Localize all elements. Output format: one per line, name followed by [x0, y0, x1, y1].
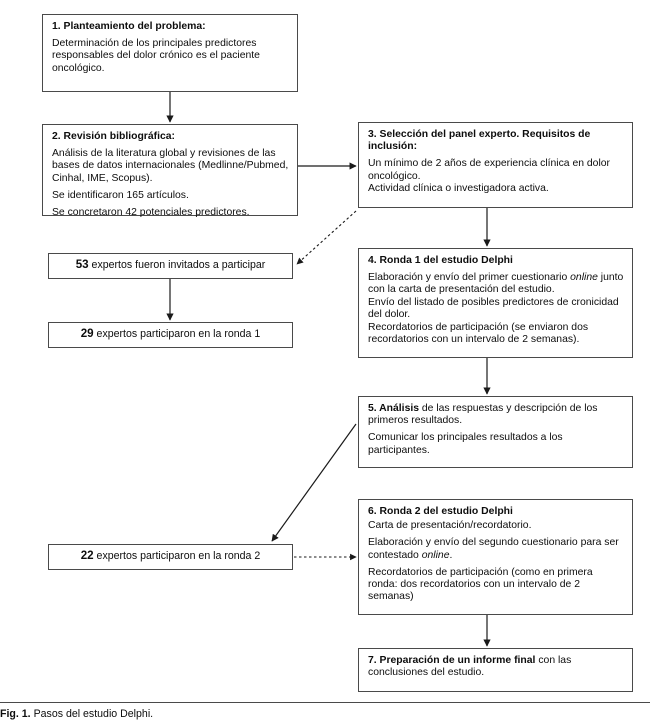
node-box6-line-3: Recordatorios de participación (como en …	[368, 566, 593, 603]
node-box6-line-2: Elaboración y envío del segundo cuestion…	[368, 537, 624, 562]
node-box7-heading: 7. Preparación de un informe final	[368, 655, 536, 666]
node-box5-line-1: Comunicar los principales resultados a l…	[368, 432, 563, 456]
node-round2-participants-label: expertos participaron en la ronda 2	[93, 550, 261, 563]
node-box6-line-2-italic: online	[421, 549, 450, 561]
node-box4-line-1-b: junto con la carta de presentación del e…	[368, 271, 624, 296]
node-round2-participants: 22 expertos participaron en la ronda 2	[48, 544, 293, 570]
node-box5-heading-rest: de las respuestas y descripción de los p…	[368, 403, 598, 427]
node-box6-line-2-b: .	[449, 549, 453, 561]
node-box5-analisis: 5. Análisis de las respuestas y descripc…	[358, 396, 633, 468]
figure-caption-lead: Fig. 1.	[0, 708, 31, 720]
node-invited-experts: 53 expertos fueron invitados a participa…	[48, 253, 293, 279]
node-box1-line-1: Determinación de los principales predict…	[52, 37, 260, 74]
node-box4-line-1-a: Elaboración y envío del primer cuestiona…	[368, 271, 571, 283]
figure-caption-text: Pasos del estudio Delphi.	[33, 708, 154, 720]
node-box3-heading: 3. Selección del panel experto. Requisit…	[368, 129, 591, 153]
figure-caption: Fig. 1. Pasos del estudio Delphi.	[0, 708, 650, 721]
node-box1-heading: 1. Planteamiento del problema:	[52, 21, 206, 32]
node-box2-revision: 2. Revisión bibliográfica: Análisis de l…	[42, 124, 298, 218]
node-round2-participants-number: 22	[80, 549, 94, 563]
node-box2-line-3: Se concretaron 42 potenciales predictore…	[52, 206, 250, 218]
node-box4-line-2: Envío del listado de posibles predictore…	[368, 296, 619, 321]
node-box2-heading: 2. Revisión bibliográfica:	[52, 131, 175, 142]
node-round2-participants-text: 22 expertos participaron en la ronda 2	[81, 550, 261, 563]
node-box4-line-1-italic: online	[570, 271, 598, 283]
node-box7-heading-row: 7. Preparación de un informe final con l…	[368, 655, 624, 680]
node-box1-planteamiento: 1. Planteamiento del problema: Determina…	[42, 14, 298, 92]
node-box7-heading-rest: con las conclusiones del estudio.	[368, 655, 572, 679]
node-box4-heading: 4. Ronda 1 del estudio Delphi	[368, 255, 513, 266]
node-box7-informe-final: 7. Preparación de un informe final con l…	[358, 648, 633, 692]
node-box5-heading-row: 5. Análisis de las respuestas y descripc…	[368, 403, 624, 428]
node-box3-seleccion-panel: 3. Selección del panel experto. Requisit…	[358, 122, 633, 208]
node-box4-ronda1: 4. Ronda 1 del estudio Delphi Elaboració…	[358, 248, 633, 358]
node-box6-line-2-a: Elaboración y envío del segundo cuestion…	[368, 537, 619, 561]
caption-divider	[0, 702, 650, 703]
node-invited-experts-text: 53 expertos fueron invitados a participa…	[76, 259, 266, 272]
node-box3-line-1: Un mínimo de 2 años de experiencia clíni…	[368, 158, 611, 182]
node-box4-line-3: Recordatorios de participación (se envia…	[368, 321, 589, 345]
node-box2-line-2: Se identificaron 165 artículos.	[52, 189, 189, 201]
connector-box5-to-boxC	[271, 423, 357, 542]
node-box2-line-1: Análisis de la literatura global y revis…	[52, 147, 289, 184]
node-round1-participants-label: expertos participaron en la ronda 1	[93, 328, 261, 341]
node-box4-line-1: Elaboración y envío del primer cuestiona…	[368, 272, 624, 297]
node-invited-experts-label: expertos fueron invitados a participar	[88, 259, 266, 272]
node-box6-line-1: Carta de presentación/recordatorio.	[368, 520, 532, 532]
node-box6-ronda2: 6. Ronda 2 del estudio Delphi Carta de p…	[358, 499, 633, 615]
node-box5-heading: 5. Análisis	[368, 403, 420, 414]
node-box3-line-2: Actividad clínica o investigadora activa…	[368, 183, 549, 195]
node-round1-participants-text: 29 expertos participaron en la ronda 1	[81, 328, 261, 341]
node-invited-experts-number: 53	[75, 258, 89, 272]
connector-box3-to-boxA	[296, 210, 357, 265]
node-round1-participants: 29 expertos participaron en la ronda 1	[48, 322, 293, 348]
node-box6-heading: 6. Ronda 2 del estudio Delphi	[368, 506, 513, 517]
node-round1-participants-number: 29	[80, 327, 94, 341]
